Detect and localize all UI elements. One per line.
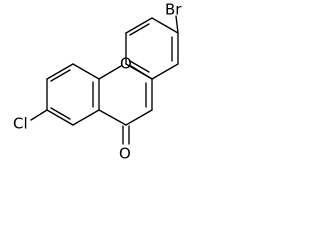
carbonyl-group (122, 125, 130, 145)
flavone-structure-diagram: Br O Cl O (13, 1, 182, 163)
double-bond-inner (50, 107, 71, 120)
benzo-ring (46, 63, 100, 126)
bond (125, 109, 153, 126)
bond (151, 17, 179, 34)
double-bond-inner (129, 23, 150, 36)
bond (125, 17, 153, 34)
bond (98, 109, 127, 126)
bond (46, 109, 74, 126)
double-bond-inner (129, 60, 150, 73)
bromophenyl-ring (125, 15, 179, 80)
chlorine-label: Cl (13, 115, 28, 133)
bond (175, 15, 179, 34)
ring-oxygen-label: O (120, 55, 132, 73)
carbonyl-oxygen-label: O (119, 145, 131, 163)
bond (151, 63, 179, 80)
bond (72, 63, 100, 80)
bond (46, 63, 74, 80)
bond (125, 63, 153, 80)
bond (98, 65, 122, 80)
bromine-label: Br (165, 1, 182, 19)
bond (30, 109, 48, 121)
bond (72, 109, 100, 126)
double-bond-inner (50, 69, 71, 82)
